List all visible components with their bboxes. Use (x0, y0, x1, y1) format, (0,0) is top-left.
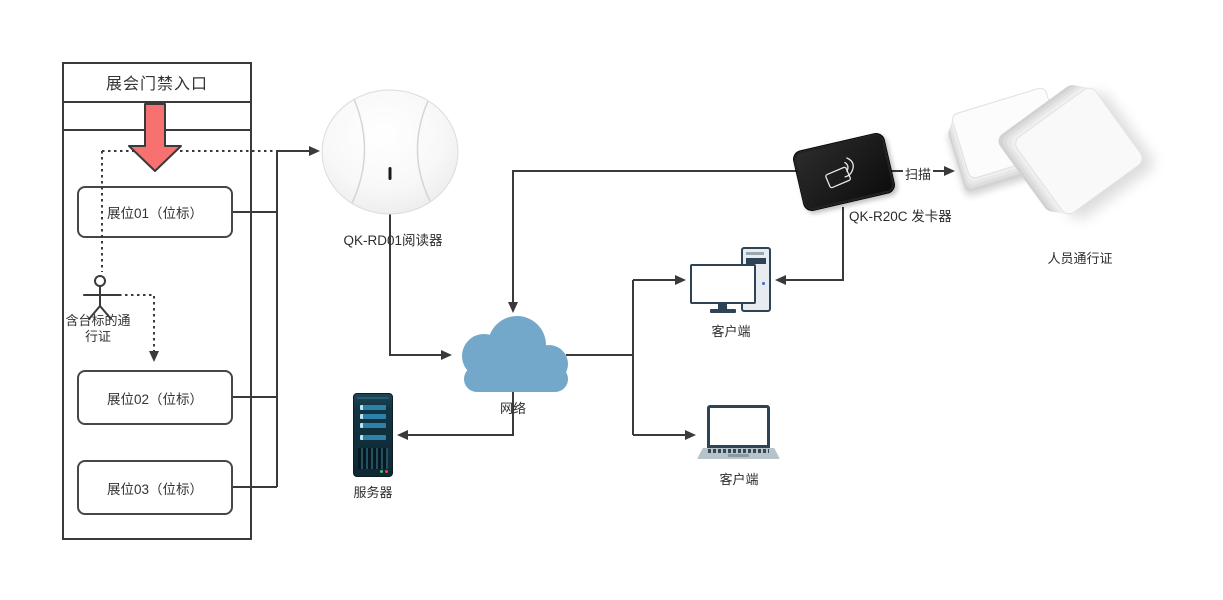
server-led-green (380, 470, 383, 473)
server-grille (358, 448, 388, 469)
monitor-base (710, 309, 736, 313)
booth-02-box: 展位02（位标） (77, 370, 233, 425)
card-swipe-icon (825, 157, 854, 189)
laptop-client-device (697, 405, 780, 461)
reader-label: QK-RD01阅读器 (343, 233, 443, 248)
dome-reader (321, 89, 459, 215)
scan-label: 扫描 (903, 164, 934, 183)
entrance-divider-1 (64, 101, 250, 103)
card-writer-device (791, 131, 897, 213)
card-writer-label: QK-R20C 发卡器 (849, 209, 952, 224)
booth-01-label: 展位01（位标） (106, 206, 204, 221)
desktop-monitor (690, 264, 756, 304)
server-bay-3 (360, 423, 386, 428)
monitor-stand (718, 304, 727, 309)
dome-led (388, 167, 392, 180)
booth-01-box: 展位01（位标） (77, 186, 233, 238)
line-network-to-clients-bus (566, 280, 634, 435)
network-cloud (462, 316, 568, 392)
server-bay-2 (360, 414, 386, 419)
booth-02-label: 展位02（位标） (106, 391, 204, 407)
server-top-strip (357, 397, 389, 399)
server-label: 服务器 (353, 485, 393, 500)
laptop-screen (707, 405, 770, 448)
cards-label: 人员通行证 (1047, 251, 1113, 266)
laptop-keyboard (708, 449, 769, 453)
dome-seam-right (416, 100, 431, 202)
line-cardwriter-to-desktop (775, 207, 844, 285)
laptop-client-label: 客户端 (719, 472, 759, 487)
server-led-red (385, 470, 388, 473)
booth-03-box: 展位03（位标） (77, 460, 233, 515)
entrance-box (62, 62, 252, 540)
dome-seam-left (351, 98, 366, 204)
network-label: 网络 (499, 401, 526, 416)
desktop-client-device (688, 245, 780, 319)
tower-power-led (762, 282, 765, 285)
server-bay-4 (360, 435, 386, 440)
desktop-client-label: 客户端 (711, 324, 751, 339)
entrance-divider-2 (64, 129, 250, 131)
server-device (353, 393, 393, 477)
laptop-base (697, 448, 780, 459)
laptop-touchpad (728, 454, 749, 457)
server-bay-1 (360, 405, 386, 410)
booth-03-label: 展位03（位标） (106, 481, 204, 497)
tower-vent-strip (746, 252, 764, 255)
person-caption: 含台标的通行证 (65, 313, 131, 345)
entrance-title: 展会门禁入口 (105, 76, 208, 93)
